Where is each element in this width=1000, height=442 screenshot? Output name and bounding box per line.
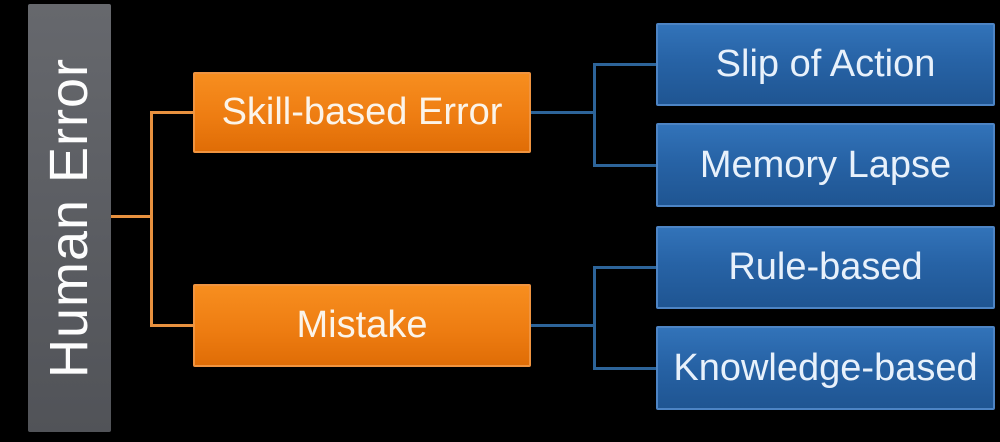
branch-node-mistake: Mistake [193, 284, 531, 367]
leaf-node-label: Slip of Action [715, 43, 936, 85]
connector-mistake-to-rule [593, 266, 656, 269]
root-node-human-error: Human Error [28, 4, 111, 432]
leaf-node-knowledge-based: Knowledge-based [656, 326, 995, 410]
leaf-node-label: Rule-based [728, 246, 923, 288]
connector-skill-stub [531, 111, 594, 114]
connector-root-vertical [150, 111, 153, 327]
connector-mistake-vertical [593, 266, 596, 370]
leaf-node-rule-based: Rule-based [656, 226, 995, 309]
connector-mistake-stub [531, 324, 594, 327]
branch-node-label: Mistake [296, 304, 428, 346]
connector-root-stub [111, 215, 153, 218]
connector-skill-to-memory [593, 164, 656, 167]
leaf-node-label: Memory Lapse [699, 143, 952, 186]
branch-node-skill-based-error: Skill-based Error [193, 72, 531, 153]
connector-root-to-skill [150, 111, 193, 114]
leaf-node-label: Knowledge-based [673, 346, 978, 389]
branch-node-label: Skill-based Error [221, 91, 503, 133]
connector-root-to-mistake [150, 324, 193, 327]
connector-mistake-to-knowledge [593, 367, 656, 370]
connector-skill-to-slip [593, 63, 656, 66]
leaf-node-slip-of-action: Slip of Action [656, 23, 995, 106]
leaf-node-memory-lapse: Memory Lapse [656, 123, 995, 207]
connector-skill-vertical [593, 63, 596, 167]
root-node-label: Human Error [39, 57, 100, 379]
